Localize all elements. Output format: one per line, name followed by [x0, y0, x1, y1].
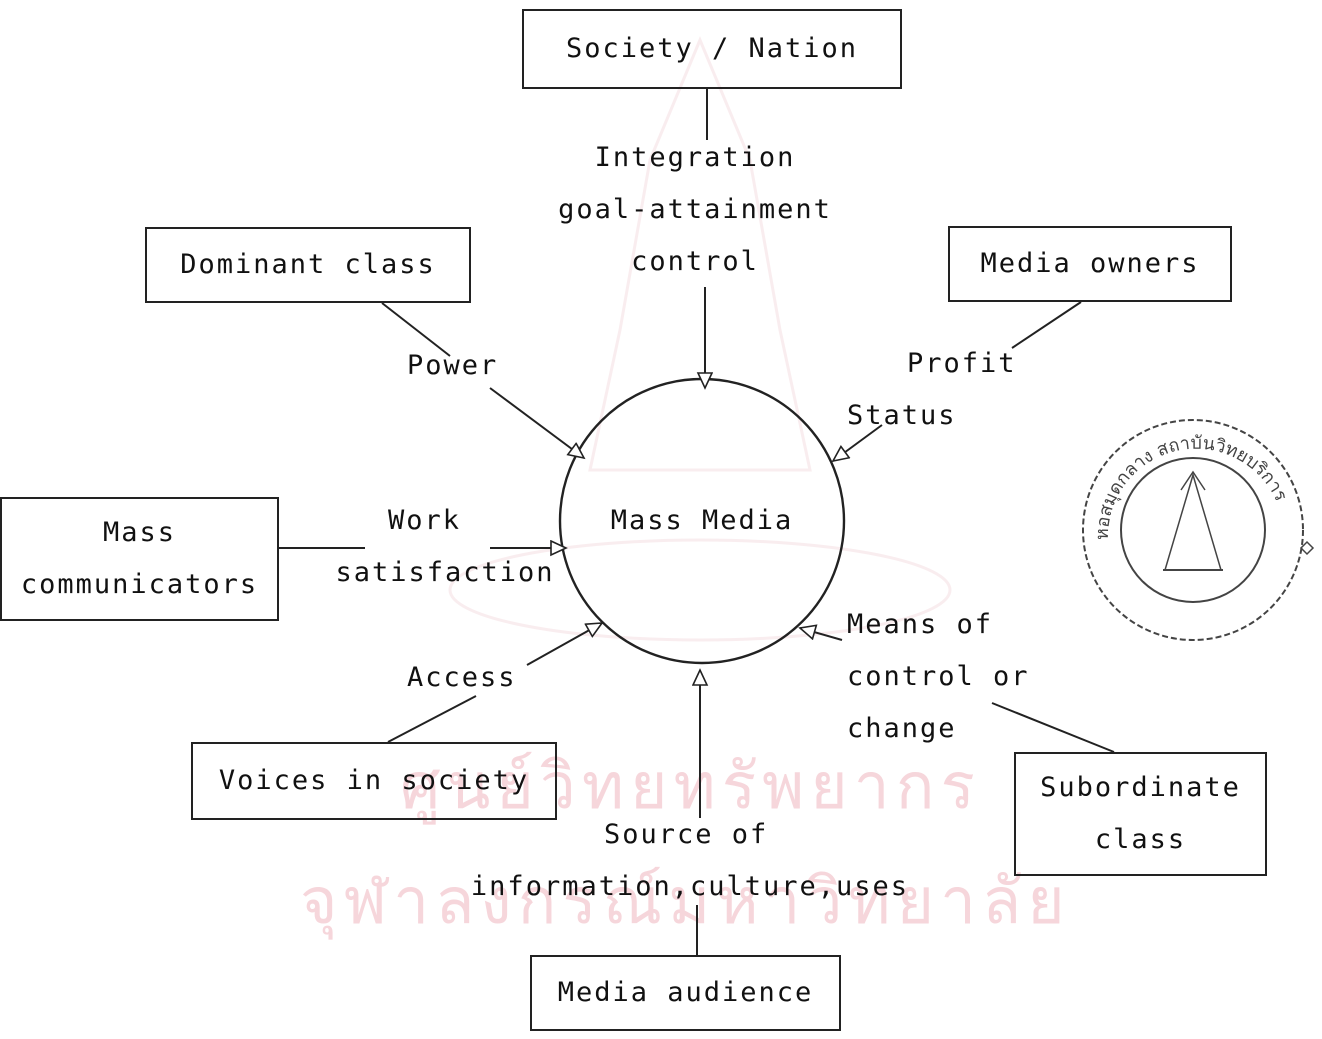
subordinate-arrow: [800, 628, 843, 641]
dominant-line-top: [381, 302, 451, 357]
control-or-label: control or: [847, 661, 1030, 692]
media-audience-box: Media audience: [530, 955, 841, 1031]
society-link-line-2: goal-attainment: [558, 194, 832, 225]
access-label: Access: [407, 662, 517, 693]
subordinate-class-label-1: Subordinate: [1040, 772, 1241, 803]
dominant-arrow: [489, 387, 584, 458]
library-seal: [1082, 419, 1315, 641]
voices-arrow: [526, 623, 602, 666]
change-label: change: [847, 713, 957, 744]
mass-communicators-box: Mass communicators: [0, 497, 279, 621]
owners-link-label: Profit Status: [847, 338, 1017, 442]
mass-communicators-label-1: Mass: [102, 517, 177, 548]
watermark-line-2: จุฬาลงกรณ์มหาวิทยาลัย: [300, 865, 1071, 939]
source-of-label: Source of: [604, 819, 769, 850]
satisfaction-label: satisfaction: [335, 557, 555, 588]
society-link-line-3: control: [631, 246, 759, 277]
dominant-class-box: Dominant class: [145, 227, 471, 303]
status-label: Status: [847, 400, 957, 431]
work-label: Work: [388, 505, 462, 536]
owners-line-top: [1011, 301, 1082, 349]
owners-arrow: [833, 424, 883, 461]
voices-line-bottom: [387, 695, 477, 743]
dominant-class-label: Dominant class: [180, 249, 436, 280]
media-owners-label: Media owners: [980, 248, 1200, 279]
subordinate-link-label: Means of control or change: [847, 599, 1030, 755]
mass-communicators-label-2: communicators: [20, 569, 259, 600]
voices-in-society-box: Voices in society: [191, 742, 557, 820]
information-label: information,culture,uses: [470, 871, 910, 902]
society-link-label: Integration goal-attainment control: [520, 132, 870, 288]
profit-label: Profit: [907, 348, 1017, 379]
subordinate-class-label-2: class: [1094, 824, 1187, 855]
mass-media-label: Mass Media: [610, 505, 794, 536]
media-audience-label: Media audience: [557, 977, 814, 1008]
society-link-line-1: Integration: [594, 142, 796, 173]
emblem-watermark: [448, 36, 952, 642]
power-label: Power: [407, 350, 499, 381]
watermark-line-1: ศูนย์วิทยทรัพยากร: [400, 750, 981, 824]
society-nation-label: Society / Nation: [565, 33, 859, 64]
society-nation-box: Society / Nation: [522, 9, 902, 89]
subordinate-class-box: Subordinate class: [1014, 752, 1267, 876]
communicators-link-label: Work satisfaction: [320, 495, 570, 599]
media-owners-box: Media owners: [948, 226, 1232, 302]
means-of-label: Means of: [847, 609, 994, 640]
voices-in-society-label: Voices in society: [218, 765, 530, 796]
audience-link-label: Source of information,culture,uses: [440, 809, 940, 913]
subordinate-line-bottom: [991, 702, 1115, 753]
